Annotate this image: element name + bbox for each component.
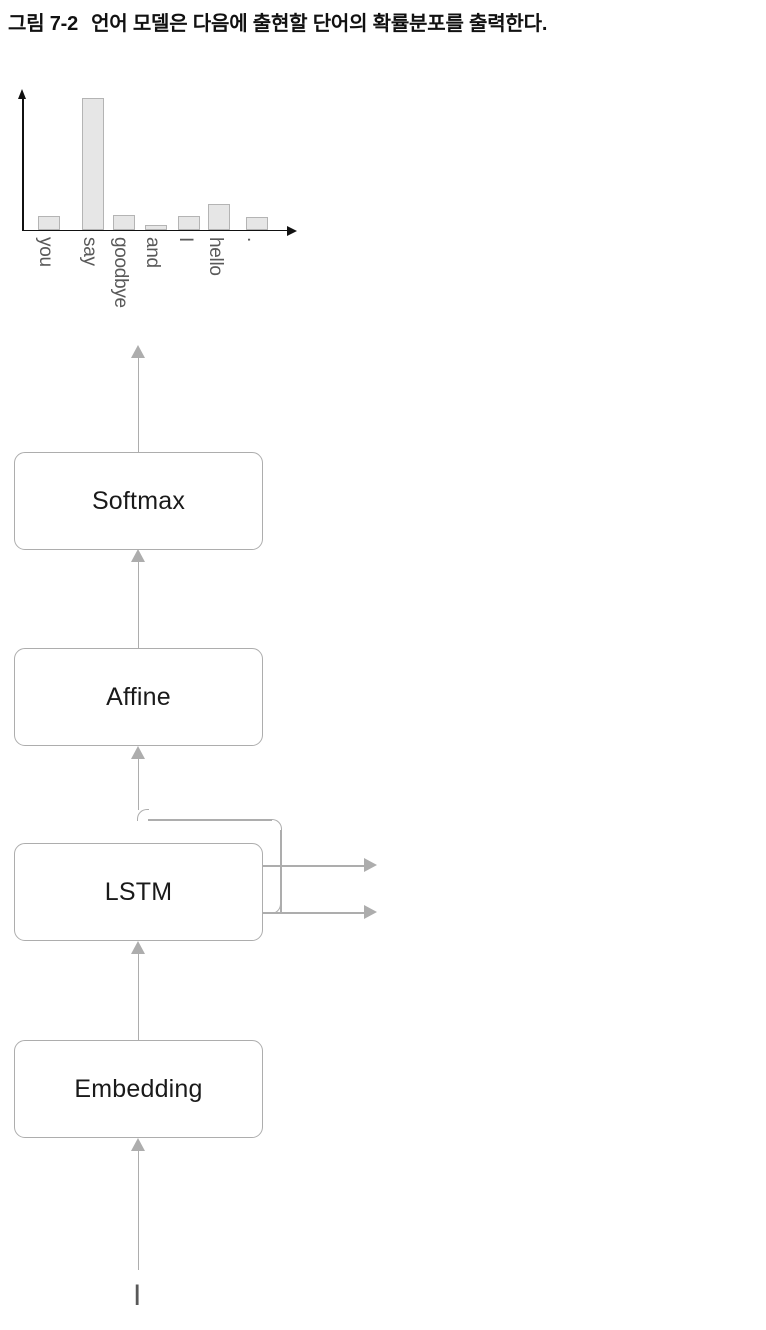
connector-lstm-output-bottom	[263, 912, 365, 914]
node-softmax[interactable]: Softmax	[14, 452, 263, 550]
chart-x-axis-arrow-icon	[287, 225, 297, 236]
connector-lstm-to-affine-horizontal	[148, 819, 272, 821]
chart-y-axis	[22, 98, 24, 231]
node-embedding-label: Embedding	[74, 1074, 203, 1103]
node-embedding[interactable]: Embedding	[14, 1040, 263, 1138]
chart-bar	[246, 217, 268, 230]
arrow-lstm-output-top-icon	[364, 858, 377, 872]
arrow-embedding-to-lstm-icon	[131, 941, 145, 954]
chart-bars	[0, 42, 320, 230]
connector-lstm-to-affine-vertical	[137, 758, 140, 810]
chart-x-axis	[22, 229, 290, 232]
connector-lstm-branch-corner	[270, 819, 282, 831]
connector-embedding-to-lstm	[137, 953, 140, 1041]
chart-bar	[82, 98, 104, 230]
chart-bar	[145, 225, 167, 230]
figure-caption: 그림 7-2 언어 모델은 다음에 출현할 단어의 확률분포를 출력한다.	[8, 4, 764, 38]
node-affine-label: Affine	[106, 682, 171, 711]
connector-input-to-embedding	[137, 1150, 140, 1270]
connector-affine-to-softmax	[137, 561, 140, 649]
arrow-softmax-to-output-icon	[131, 345, 145, 358]
node-softmax-label: Softmax	[91, 486, 186, 515]
connector-lstm-right-bus	[280, 830, 282, 913]
chart-bar	[178, 216, 200, 230]
arrow-lstm-output-bottom-icon	[364, 905, 377, 919]
node-lstm[interactable]: LSTM	[14, 843, 263, 941]
input-token: I	[133, 1279, 142, 1312]
node-affine[interactable]: Affine	[14, 648, 263, 746]
connector-lstm-to-affine-corner	[137, 809, 149, 821]
connector-softmax-to-output	[137, 357, 140, 452]
chart-bar	[208, 204, 230, 230]
node-lstm-label: LSTM	[104, 877, 173, 906]
figure-caption-text: 언어 모델은 다음에 출현할 단어의 확률분포를 출력한다.	[91, 12, 548, 35]
arrow-lstm-to-affine-icon	[131, 746, 145, 759]
chart-bar	[38, 216, 60, 230]
chart-bar	[113, 215, 135, 230]
figure-number: 그림 7-2	[8, 12, 79, 35]
chart-y-axis-arrow-icon	[18, 89, 26, 99]
arrow-input-to-embedding-icon	[131, 1138, 145, 1151]
arrow-affine-to-softmax-icon	[131, 549, 145, 562]
connector-lstm-output-top	[263, 865, 365, 867]
